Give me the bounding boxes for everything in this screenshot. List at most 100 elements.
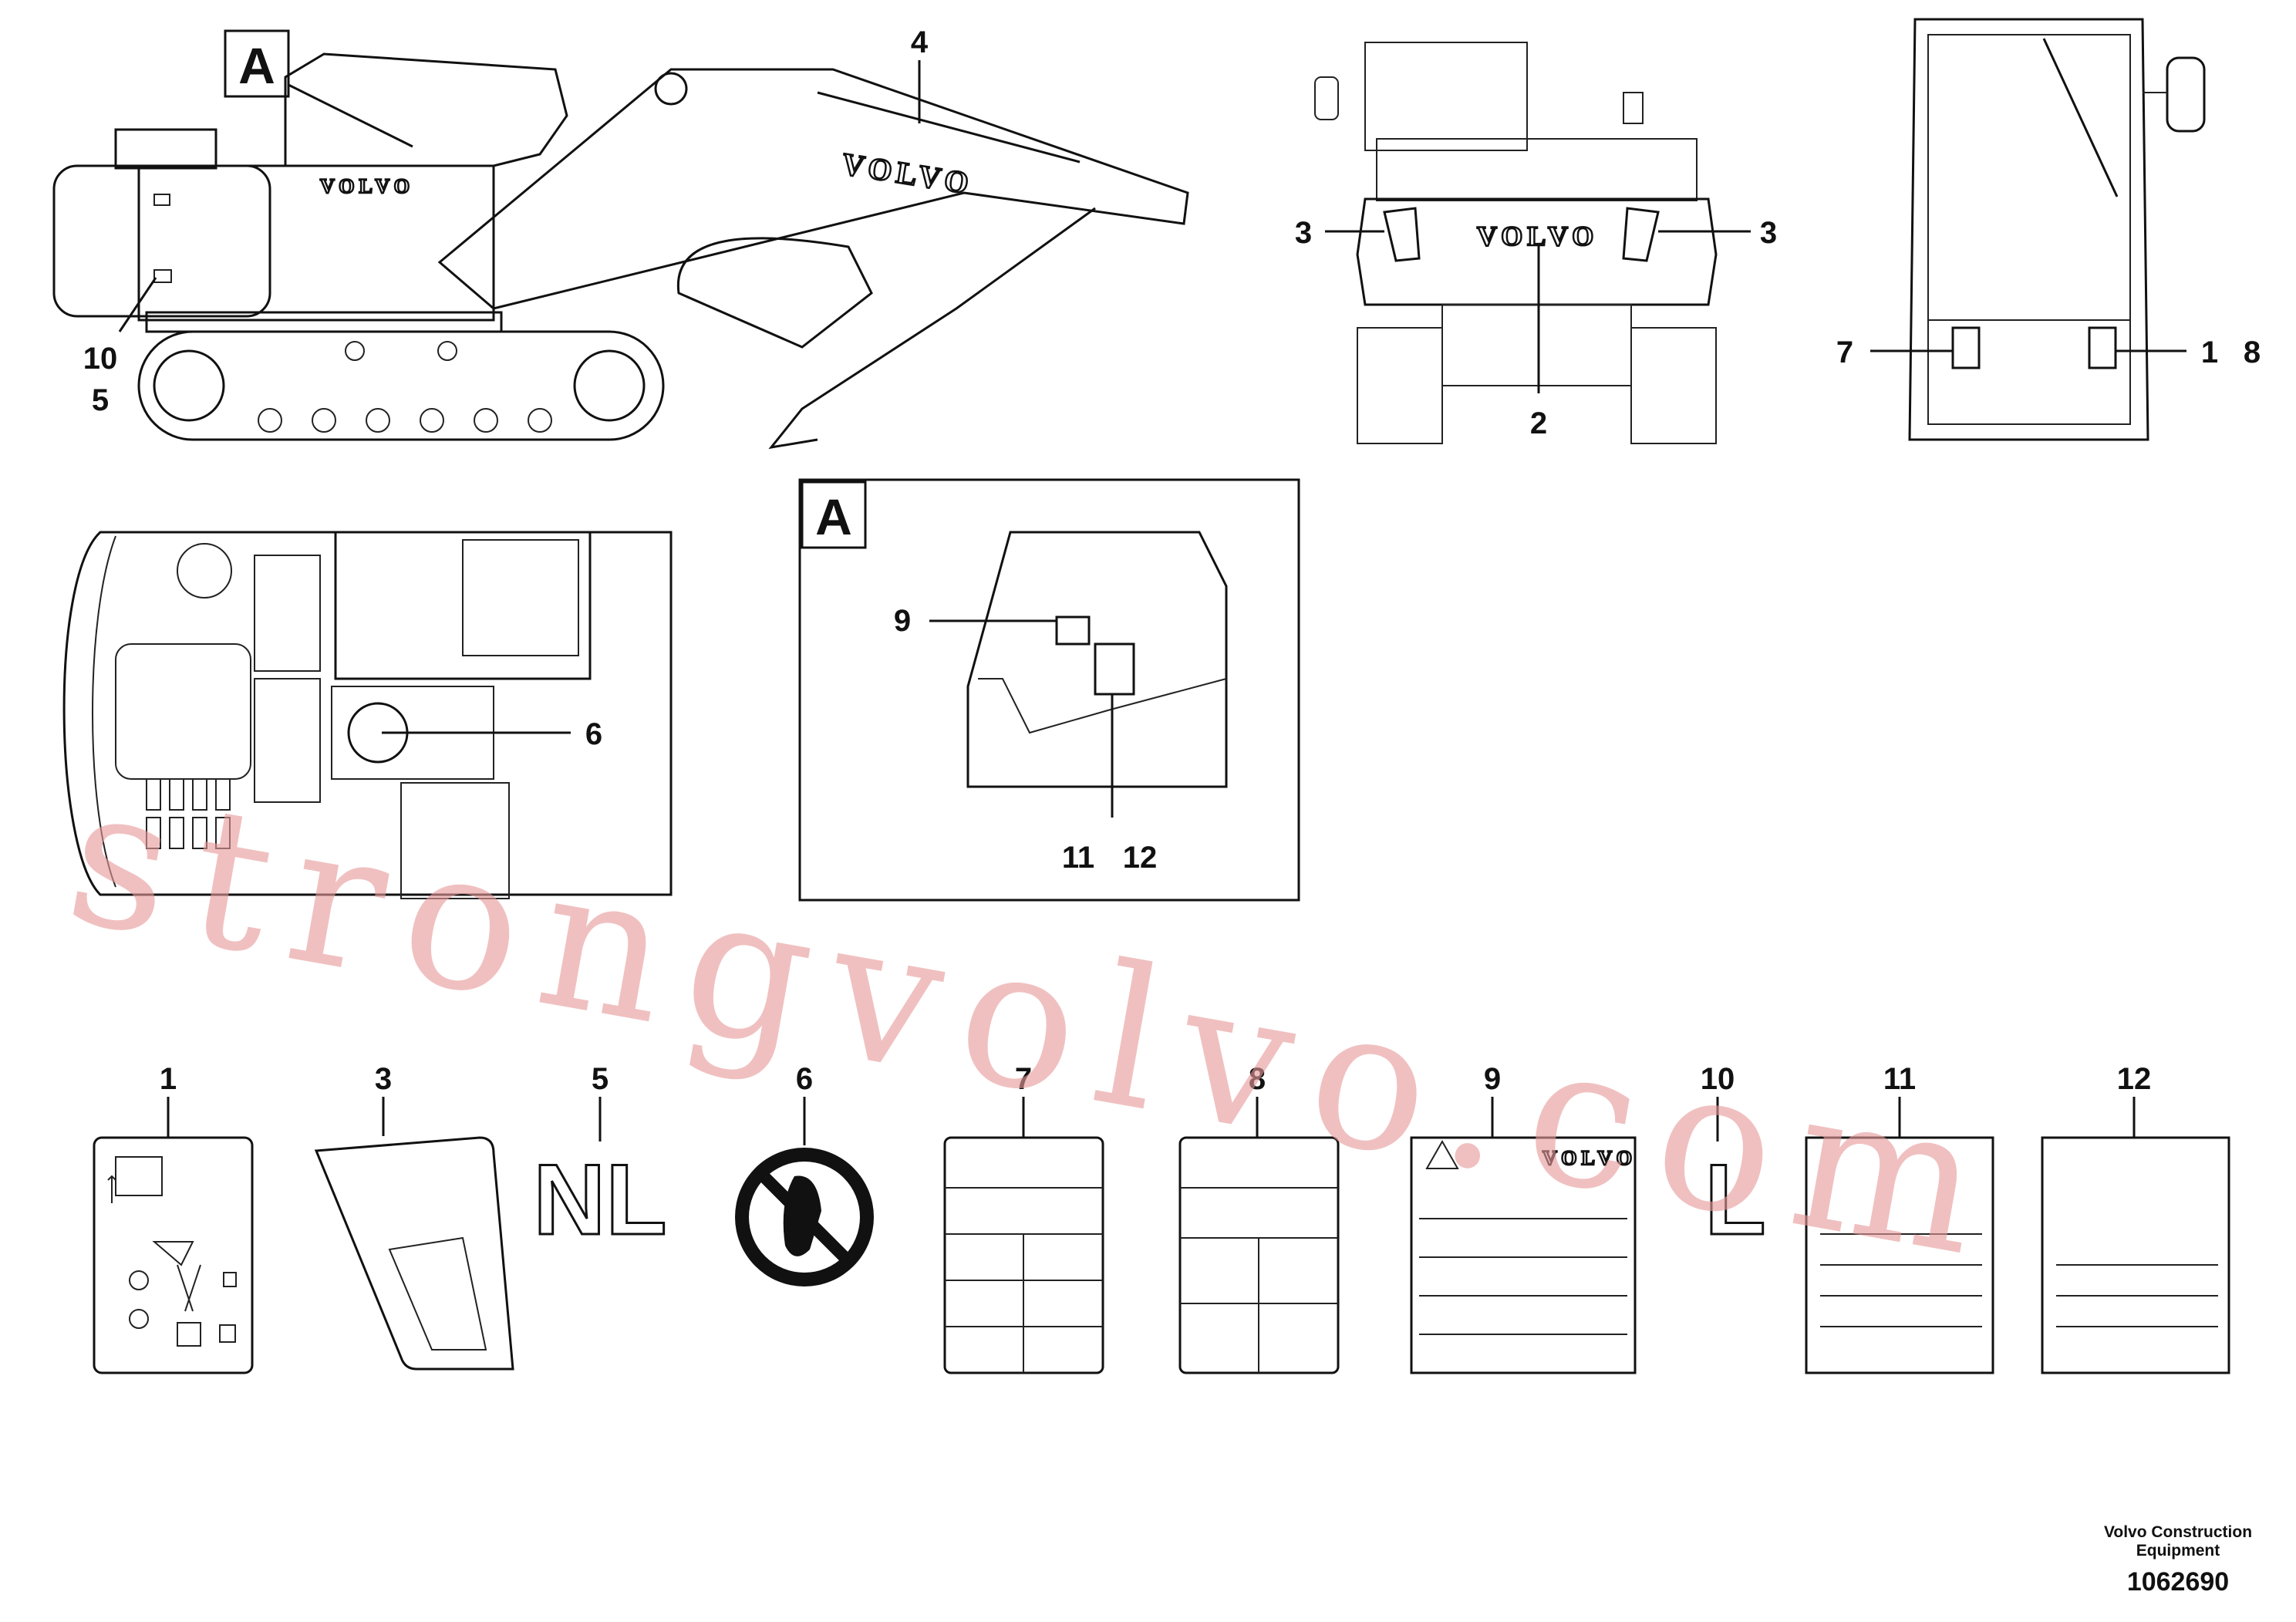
- svg-text:8: 8: [2244, 336, 2261, 369]
- top-frame: [62, 531, 673, 896]
- callout-6: 6: [382, 717, 602, 751]
- hood-top: [114, 128, 217, 170]
- decal-position-10: [153, 269, 172, 283]
- detail-flag-a-marker: A: [224, 29, 413, 148]
- decal-position-7: [1951, 326, 1981, 369]
- item-5-number: 5: [592, 1062, 609, 1096]
- top-hatch: [462, 539, 579, 656]
- bucket: [676, 237, 873, 349]
- rear-undercarriage: [1441, 304, 1632, 386]
- item-9-brand: VOLVO: [1542, 1147, 1637, 1169]
- decal-item-7: 7: [943, 1062, 1104, 1374]
- rear-deck: [1376, 138, 1698, 201]
- svg-text:6: 6: [585, 717, 602, 751]
- item-1-plate: [93, 1136, 254, 1374]
- decal-position-1-8: [2088, 326, 2117, 369]
- item-3-reflector: [314, 1136, 514, 1371]
- top-cab-roof: [334, 531, 592, 680]
- decal-item-12: 12: [2041, 1062, 2230, 1374]
- boom: [437, 68, 1189, 310]
- watermark: strongvolvo.com: [54, 742, 2019, 1303]
- item-1-pictograms: [107, 1156, 237, 1347]
- item-9-number: 9: [1484, 1062, 1501, 1096]
- cab-mirror: [2166, 56, 2206, 133]
- cab-brand: VOLVO: [320, 175, 414, 197]
- top-tool-box: [400, 782, 510, 899]
- decal-item-6: 6: [735, 1062, 874, 1286]
- svg-text:1: 1: [2201, 336, 2218, 369]
- svg-text:12: 12: [1123, 841, 1158, 875]
- svg-text:2: 2: [1530, 406, 1547, 440]
- rear-track-right: [1630, 327, 1717, 444]
- decal-position-9: [1055, 615, 1091, 646]
- cab-frame: [1908, 18, 2149, 441]
- top-grille-lower: [254, 678, 321, 803]
- boom-pin: [654, 72, 688, 106]
- detail-flag-a-text: A: [238, 37, 275, 94]
- callout-1-8: 1 8: [2116, 336, 2261, 369]
- svg-text:10: 10: [83, 342, 118, 376]
- item-5-letters: NL: [533, 1143, 666, 1256]
- footer-drawing-number: 1062690: [2126, 1567, 2230, 1597]
- item-10-letter: L: [1704, 1143, 1765, 1256]
- item-3-reflector-surface: [388, 1236, 487, 1351]
- item-12-plate: [2041, 1136, 2230, 1374]
- item-1-number: 1: [160, 1062, 177, 1096]
- svg-text:3: 3: [1760, 216, 1777, 250]
- item-11-table: [1820, 1233, 1982, 1327]
- top-grille-upper: [254, 555, 321, 672]
- svg-text:4: 4: [911, 25, 929, 59]
- cab-door-outline: [966, 531, 1228, 788]
- cab-windshield: [1927, 34, 2131, 321]
- rear-reflector-left: [1383, 207, 1421, 262]
- cab-interior-view: [1908, 18, 2206, 441]
- svg-text:3: 3: [1295, 216, 1312, 250]
- item-3-number: 3: [375, 1062, 392, 1096]
- decal-position-11-12: [1094, 642, 1135, 696]
- item-12-number: 12: [2117, 1062, 2152, 1096]
- decal-item-11: 11: [1805, 1062, 1994, 1374]
- rear-mirror-left: [1314, 76, 1339, 120]
- callout-3-right: 3: [1658, 216, 1777, 250]
- track: [137, 330, 665, 441]
- rear-mirror-right: [1623, 92, 1644, 124]
- rear-cab: [1364, 42, 1528, 151]
- drive-sprocket: [573, 349, 646, 422]
- decal-item-3: 3: [314, 1062, 514, 1371]
- engine-hood: [137, 164, 495, 322]
- detail-flag-a-leader: [288, 83, 413, 148]
- cab-lower-panel: [1927, 319, 2131, 425]
- item-9-plate: [1410, 1136, 1637, 1374]
- rear-track-left: [1357, 327, 1443, 444]
- top-fuel-cap: [177, 543, 232, 599]
- svg-text:7: 7: [1836, 336, 1853, 369]
- callout-3-left: 3: [1295, 216, 1384, 250]
- excavator-rear-view: VOLVO: [1314, 42, 1718, 444]
- decal-item-1: 1: [93, 1062, 254, 1374]
- decal-item-5: 5 NL: [532, 1062, 668, 1257]
- top-vents: [146, 778, 231, 849]
- item-8-number: 8: [1249, 1062, 1266, 1096]
- callout-2: 2: [1530, 245, 1547, 440]
- svg-text:9: 9: [894, 604, 911, 638]
- detail-a-flag-text: A: [815, 488, 852, 545]
- item-11-plate: [1805, 1136, 1994, 1374]
- boom-cylinder: [817, 91, 1081, 164]
- rear-reflector-right: [1622, 207, 1660, 262]
- decal-item-8: 8: [1178, 1062, 1340, 1374]
- rear-counterweight: [1356, 197, 1718, 306]
- callout-11-12: 11 12: [1062, 694, 1157, 875]
- excavator-top-view: [62, 531, 673, 899]
- cab-outline: [284, 52, 568, 167]
- item-7-grid: [945, 1187, 1103, 1373]
- footer-company: Volvo Construction Equipment: [2103, 1523, 2253, 1560]
- wiper-arm: [2042, 38, 2119, 197]
- svg-text:5: 5: [92, 383, 109, 417]
- decal-item-10: 10 L: [1701, 1062, 1767, 1257]
- track-rollers: [258, 341, 552, 433]
- excavator-side-view: VOLVO VOLVO: [52, 52, 1189, 450]
- item-7-number: 7: [1015, 1062, 1032, 1096]
- svg-text:11: 11: [1062, 841, 1094, 875]
- idler-wheel: [153, 349, 225, 422]
